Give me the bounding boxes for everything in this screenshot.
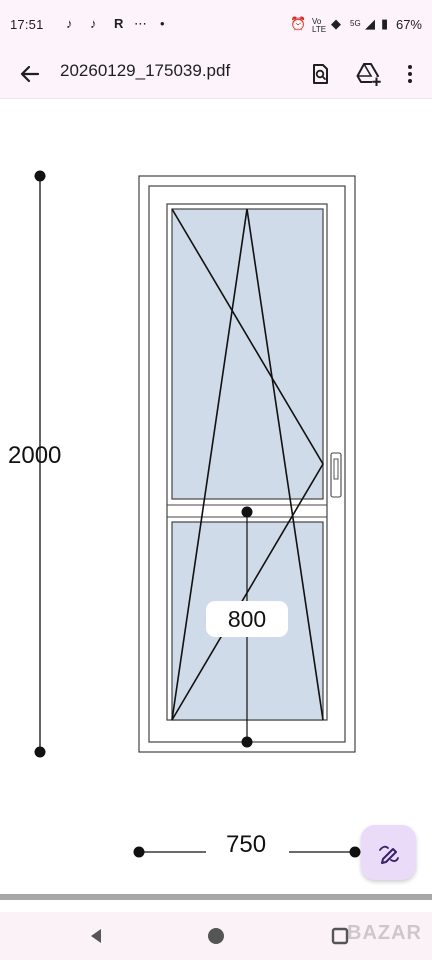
back-button[interactable] — [14, 58, 46, 90]
nav-home-icon — [208, 928, 224, 944]
pen-sparkle-icon — [378, 845, 399, 864]
nav-back-button[interactable] — [84, 924, 108, 948]
more-vert-icon — [408, 65, 412, 83]
status-time: 17:51 — [10, 17, 44, 32]
tilt-opening-lines — [171, 208, 324, 721]
dots-icon: ⋯ — [134, 16, 147, 31]
sash-dimension-label: 800 — [206, 601, 288, 637]
battery-icon: ▮ — [381, 16, 389, 31]
upper-glass — [171, 208, 324, 500]
navigation-bar: BAZAR — [0, 912, 432, 960]
nav-recents-icon — [331, 927, 349, 945]
width-dimension-label: 750 — [226, 831, 267, 858]
nav-back-icon — [91, 929, 101, 943]
pdf-page[interactable]: 2000 800 750 — [0, 99, 432, 894]
watermark: BAZAR — [347, 922, 422, 944]
handle-grip — [333, 458, 339, 480]
dot-icon: • — [160, 16, 165, 31]
battery-percent: 67% — [395, 17, 422, 32]
search-document-button[interactable] — [304, 58, 336, 90]
document-title: 20260129_175039.pdf — [60, 61, 231, 80]
window-drawing — [34, 170, 361, 858]
drive-add-icon — [356, 63, 381, 86]
signal-icon: ◢ — [365, 16, 375, 31]
more-options-button[interactable] — [394, 58, 426, 90]
nav-home-button[interactable] — [204, 924, 228, 948]
app-bar: 20260129_175039.pdf — [0, 50, 432, 99]
page-scroll-divider — [0, 894, 432, 900]
drive-add-button[interactable] — [352, 58, 384, 90]
height-dimension-label: 2000 — [8, 442, 62, 469]
dimension-dot — [241, 506, 253, 518]
dimension-dot — [34, 170, 46, 182]
dimension-dot — [241, 736, 253, 748]
back-arrow-icon — [20, 65, 40, 83]
r-icon: R — [114, 16, 124, 31]
wifi-icon: ◆ — [331, 16, 341, 31]
tiktok-icon: ♪ — [66, 16, 73, 31]
5g-icon: 5G — [350, 19, 361, 28]
dimension-dot — [349, 846, 361, 858]
tiktok-icon: ♪ — [90, 16, 97, 31]
annotate-button[interactable] — [361, 825, 416, 880]
dimension-dot — [133, 846, 145, 858]
alarm-icon: ⏰ — [290, 16, 307, 31]
search-document-icon — [313, 64, 328, 84]
dimension-dot — [34, 746, 46, 758]
nav-recents-button[interactable] — [328, 924, 352, 948]
